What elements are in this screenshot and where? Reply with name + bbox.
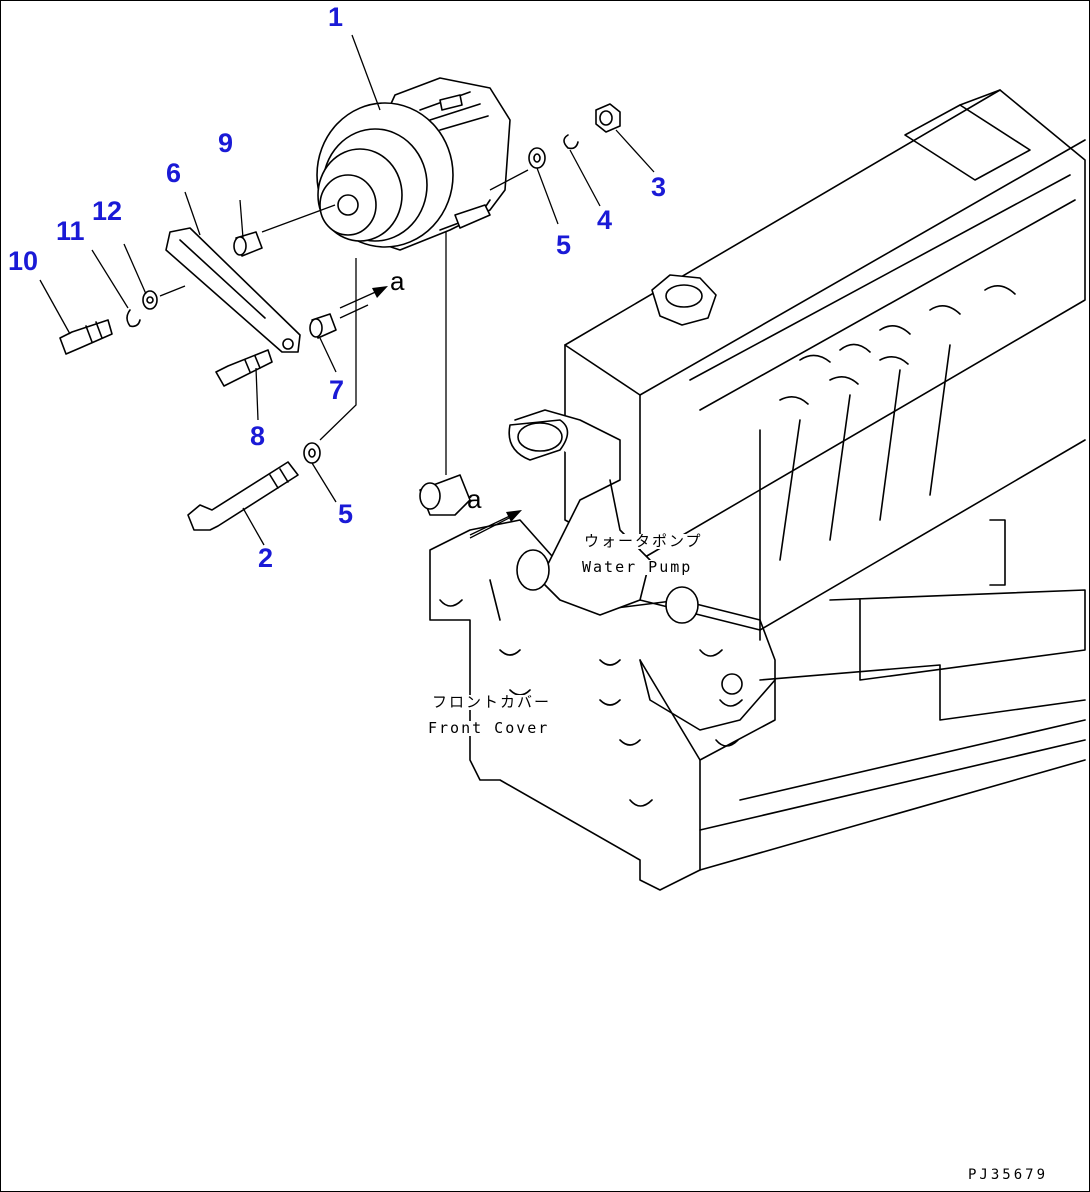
front-cover-label-en: Front Cover [428, 719, 550, 737]
callout-3: 3 [651, 172, 667, 202]
callout-9: 9 [218, 128, 234, 158]
callout-12: 12 [92, 196, 123, 226]
drawing-code: PJ35679 [968, 1167, 1049, 1183]
callout-1: 1 [328, 2, 344, 32]
callout-7: 7 [329, 375, 345, 405]
callout-2: 2 [258, 543, 274, 573]
engine-block [419, 89, 1086, 891]
connector-a-bottom: a [467, 484, 482, 514]
front-cover-label-jp: フロントカバー [432, 693, 552, 711]
callout-5-top: 5 [556, 230, 572, 260]
water-pump-label-jp: ウォータポンプ [584, 532, 703, 550]
callout-5-bottom: 5 [338, 499, 354, 529]
small-parts [59, 103, 621, 531]
connector-arrows [339, 286, 522, 536]
callout-6: 6 [166, 158, 182, 188]
connector-a-top: a [390, 266, 405, 296]
callout-8: 8 [250, 421, 266, 451]
callout-11: 11 [56, 216, 85, 246]
callout-4: 4 [597, 205, 613, 235]
water-pump-label-en: Water Pump [582, 558, 693, 576]
adjusting-bar [165, 227, 301, 353]
callout-10: 10 [8, 246, 39, 276]
alternator [316, 77, 511, 251]
leader-lines [39, 34, 655, 546]
